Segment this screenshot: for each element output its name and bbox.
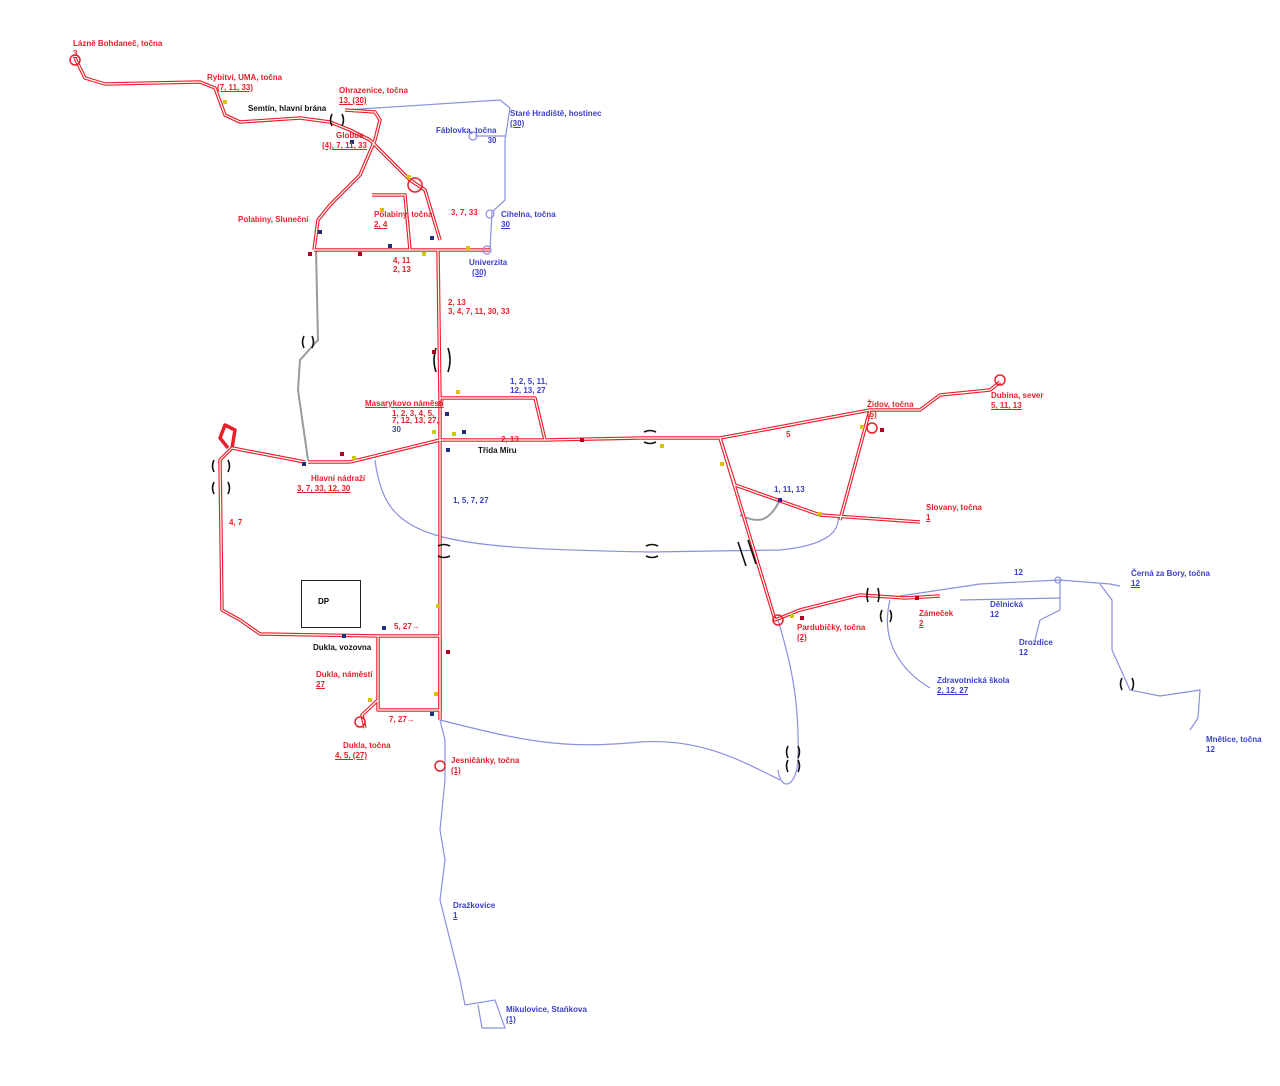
segment-label: 5, 27→	[394, 622, 420, 631]
segment-label: 3, 4, 7, 11, 30, 33	[448, 307, 510, 316]
segment-label: 4, 7	[229, 518, 243, 527]
segment-label: 7, 27→	[389, 715, 415, 724]
segment-label: 2, 13	[448, 298, 466, 307]
segment-label: 1, 5, 7, 27	[453, 496, 489, 505]
segment-label: 12	[1014, 568, 1023, 577]
segment-label: 12, 13, 27	[510, 386, 546, 395]
route-mnetice	[1099, 583, 1201, 731]
stop-label: Rybitví, UMA, točna(7, 11, 33)	[207, 73, 283, 92]
segment-label: 30	[392, 425, 401, 434]
route-pardubicky-south	[777, 619, 799, 785]
stop-label: Polabiny, Sluneční	[238, 215, 309, 224]
route-jesnicanky-south	[439, 719, 506, 1029]
route-cerna-za-bory	[899, 579, 1121, 597]
depot-label: DP	[318, 597, 330, 606]
depot-building: DP	[301, 580, 361, 628]
stop-label: Univerzita(30)	[469, 258, 508, 277]
stop-label: Semtín, hlavní brána	[248, 104, 327, 113]
stop-label: Globus(4), 7, 11, 33	[322, 131, 367, 150]
segment-label: 2, 13	[393, 265, 411, 274]
segment-label: 3, 7, 33	[451, 208, 478, 217]
loops	[69, 54, 1006, 772]
route-dukla-square	[376, 636, 442, 712]
route-hlavni-slovany	[374, 459, 839, 553]
route-zdravotnicka	[886, 599, 931, 689]
stop-label: Židov, točna(5)	[867, 400, 914, 419]
segment-label: 4, 11	[393, 256, 411, 265]
stop-label: Staré Hradiště, hostinec(30)	[510, 109, 602, 128]
stop-label: Dukla, vozovna	[313, 643, 372, 652]
route-west-north-loop	[218, 423, 237, 450]
segment-label: 1, 11, 13	[774, 485, 805, 494]
segment-label: 1, 2, 5, 11,	[510, 377, 548, 386]
route-zidov-slovany	[718, 437, 921, 524]
stop-label: Mikulovice, Staňkova(1)	[506, 1005, 587, 1024]
route-staré-hradiště	[344, 99, 511, 251]
route-pardubicky	[718, 437, 941, 622]
stop-markers	[223, 100, 919, 716]
bridge-markers	[211, 113, 1135, 773]
bus-routes	[344, 99, 1201, 1029]
segment-label: 5	[786, 430, 791, 439]
segment-label: 2, 13	[501, 435, 519, 444]
bus-loops	[468, 131, 1062, 584]
segment-label: 7, 12, 13, 27,	[392, 416, 439, 425]
stop-label: Třída Míru	[478, 446, 517, 455]
route-dukla-east	[439, 719, 781, 781]
stop-label: Jesničánky, točna(1)	[451, 756, 520, 775]
stop-label: Pardubičky, točna(2)	[797, 623, 866, 642]
route-delnicka	[959, 597, 1061, 601]
route-drozdice	[1034, 580, 1061, 641]
